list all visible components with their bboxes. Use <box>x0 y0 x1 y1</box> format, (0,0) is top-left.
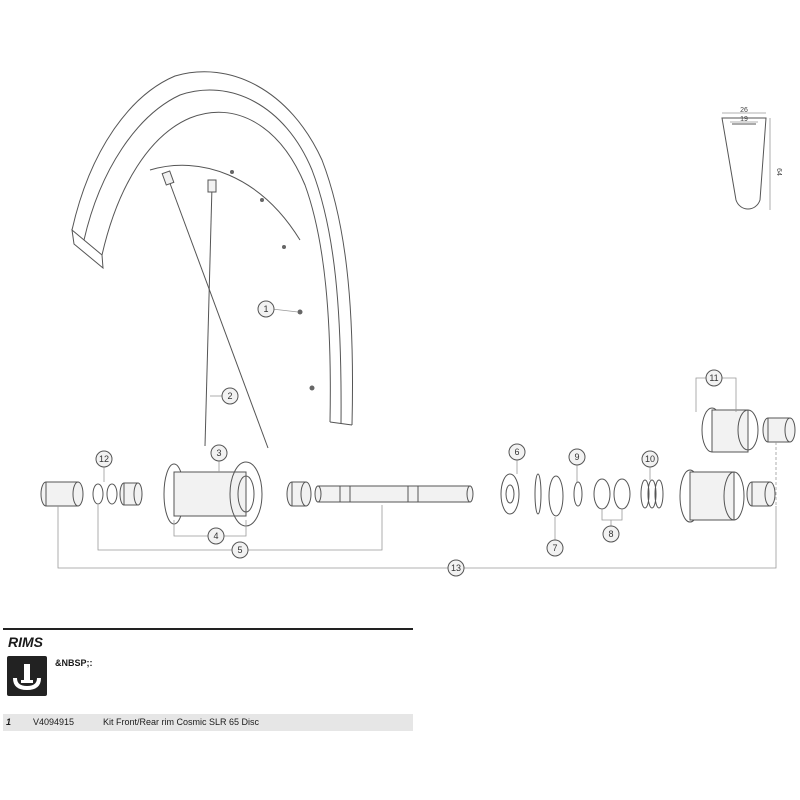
profile-inner-width-label: 19 <box>740 116 748 123</box>
row-description: Kit Front/Rear rim Cosmic SLR 65 Disc <box>103 717 260 727</box>
hub-assembly <box>40 407 796 527</box>
leader-lines <box>57 308 777 569</box>
svg-text:9: 9 <box>574 452 579 462</box>
callout-12: 12 <box>95 450 113 468</box>
callout-3: 3 <box>210 444 228 462</box>
table-row: 1 V4094915 Kit Front/Rear rim Cosmic SLR… <box>3 714 413 731</box>
callout-4: 4 <box>207 527 225 545</box>
rim-profile <box>721 112 771 210</box>
callout-6: 6 <box>508 443 526 461</box>
profile-outer-width-label: 26 <box>740 107 748 114</box>
svg-text:8: 8 <box>608 529 613 539</box>
row-reference: V4094915 <box>33 717 75 727</box>
section-divider <box>3 628 413 630</box>
rim-drawing <box>71 71 354 426</box>
callout-11: 11 <box>705 369 723 387</box>
svg-text:12: 12 <box>99 454 109 464</box>
profile-height-label: 64 <box>775 168 782 176</box>
callout-8: 8 <box>602 525 620 543</box>
svg-text:2: 2 <box>227 391 232 401</box>
spokes-drawing <box>161 170 269 449</box>
wheel-icon <box>7 656 47 696</box>
callout-10: 10 <box>641 450 659 468</box>
row-item-number: 1 <box>6 717 12 727</box>
section-note: &NBSP;: <box>55 658 93 668</box>
svg-text:11: 11 <box>709 373 718 383</box>
svg-text:1: 1 <box>263 304 268 314</box>
svg-text:3: 3 <box>216 448 221 458</box>
callout-9: 9 <box>568 448 586 466</box>
svg-text:4: 4 <box>213 531 218 541</box>
svg-text:13: 13 <box>451 563 461 573</box>
svg-text:5: 5 <box>237 545 242 555</box>
svg-text:6: 6 <box>514 447 519 457</box>
callout-1: 1 <box>257 300 275 318</box>
exploded-parts-diagram: 26 19 64 <box>40 71 796 577</box>
callout-5: 5 <box>231 541 249 559</box>
svg-text:10: 10 <box>645 454 655 464</box>
callout-2: 2 <box>221 387 239 405</box>
callout-13: 13 <box>447 559 465 577</box>
callout-7: 7 <box>546 539 564 557</box>
section-title: RIMS <box>8 634 43 650</box>
svg-text:7: 7 <box>552 543 557 553</box>
